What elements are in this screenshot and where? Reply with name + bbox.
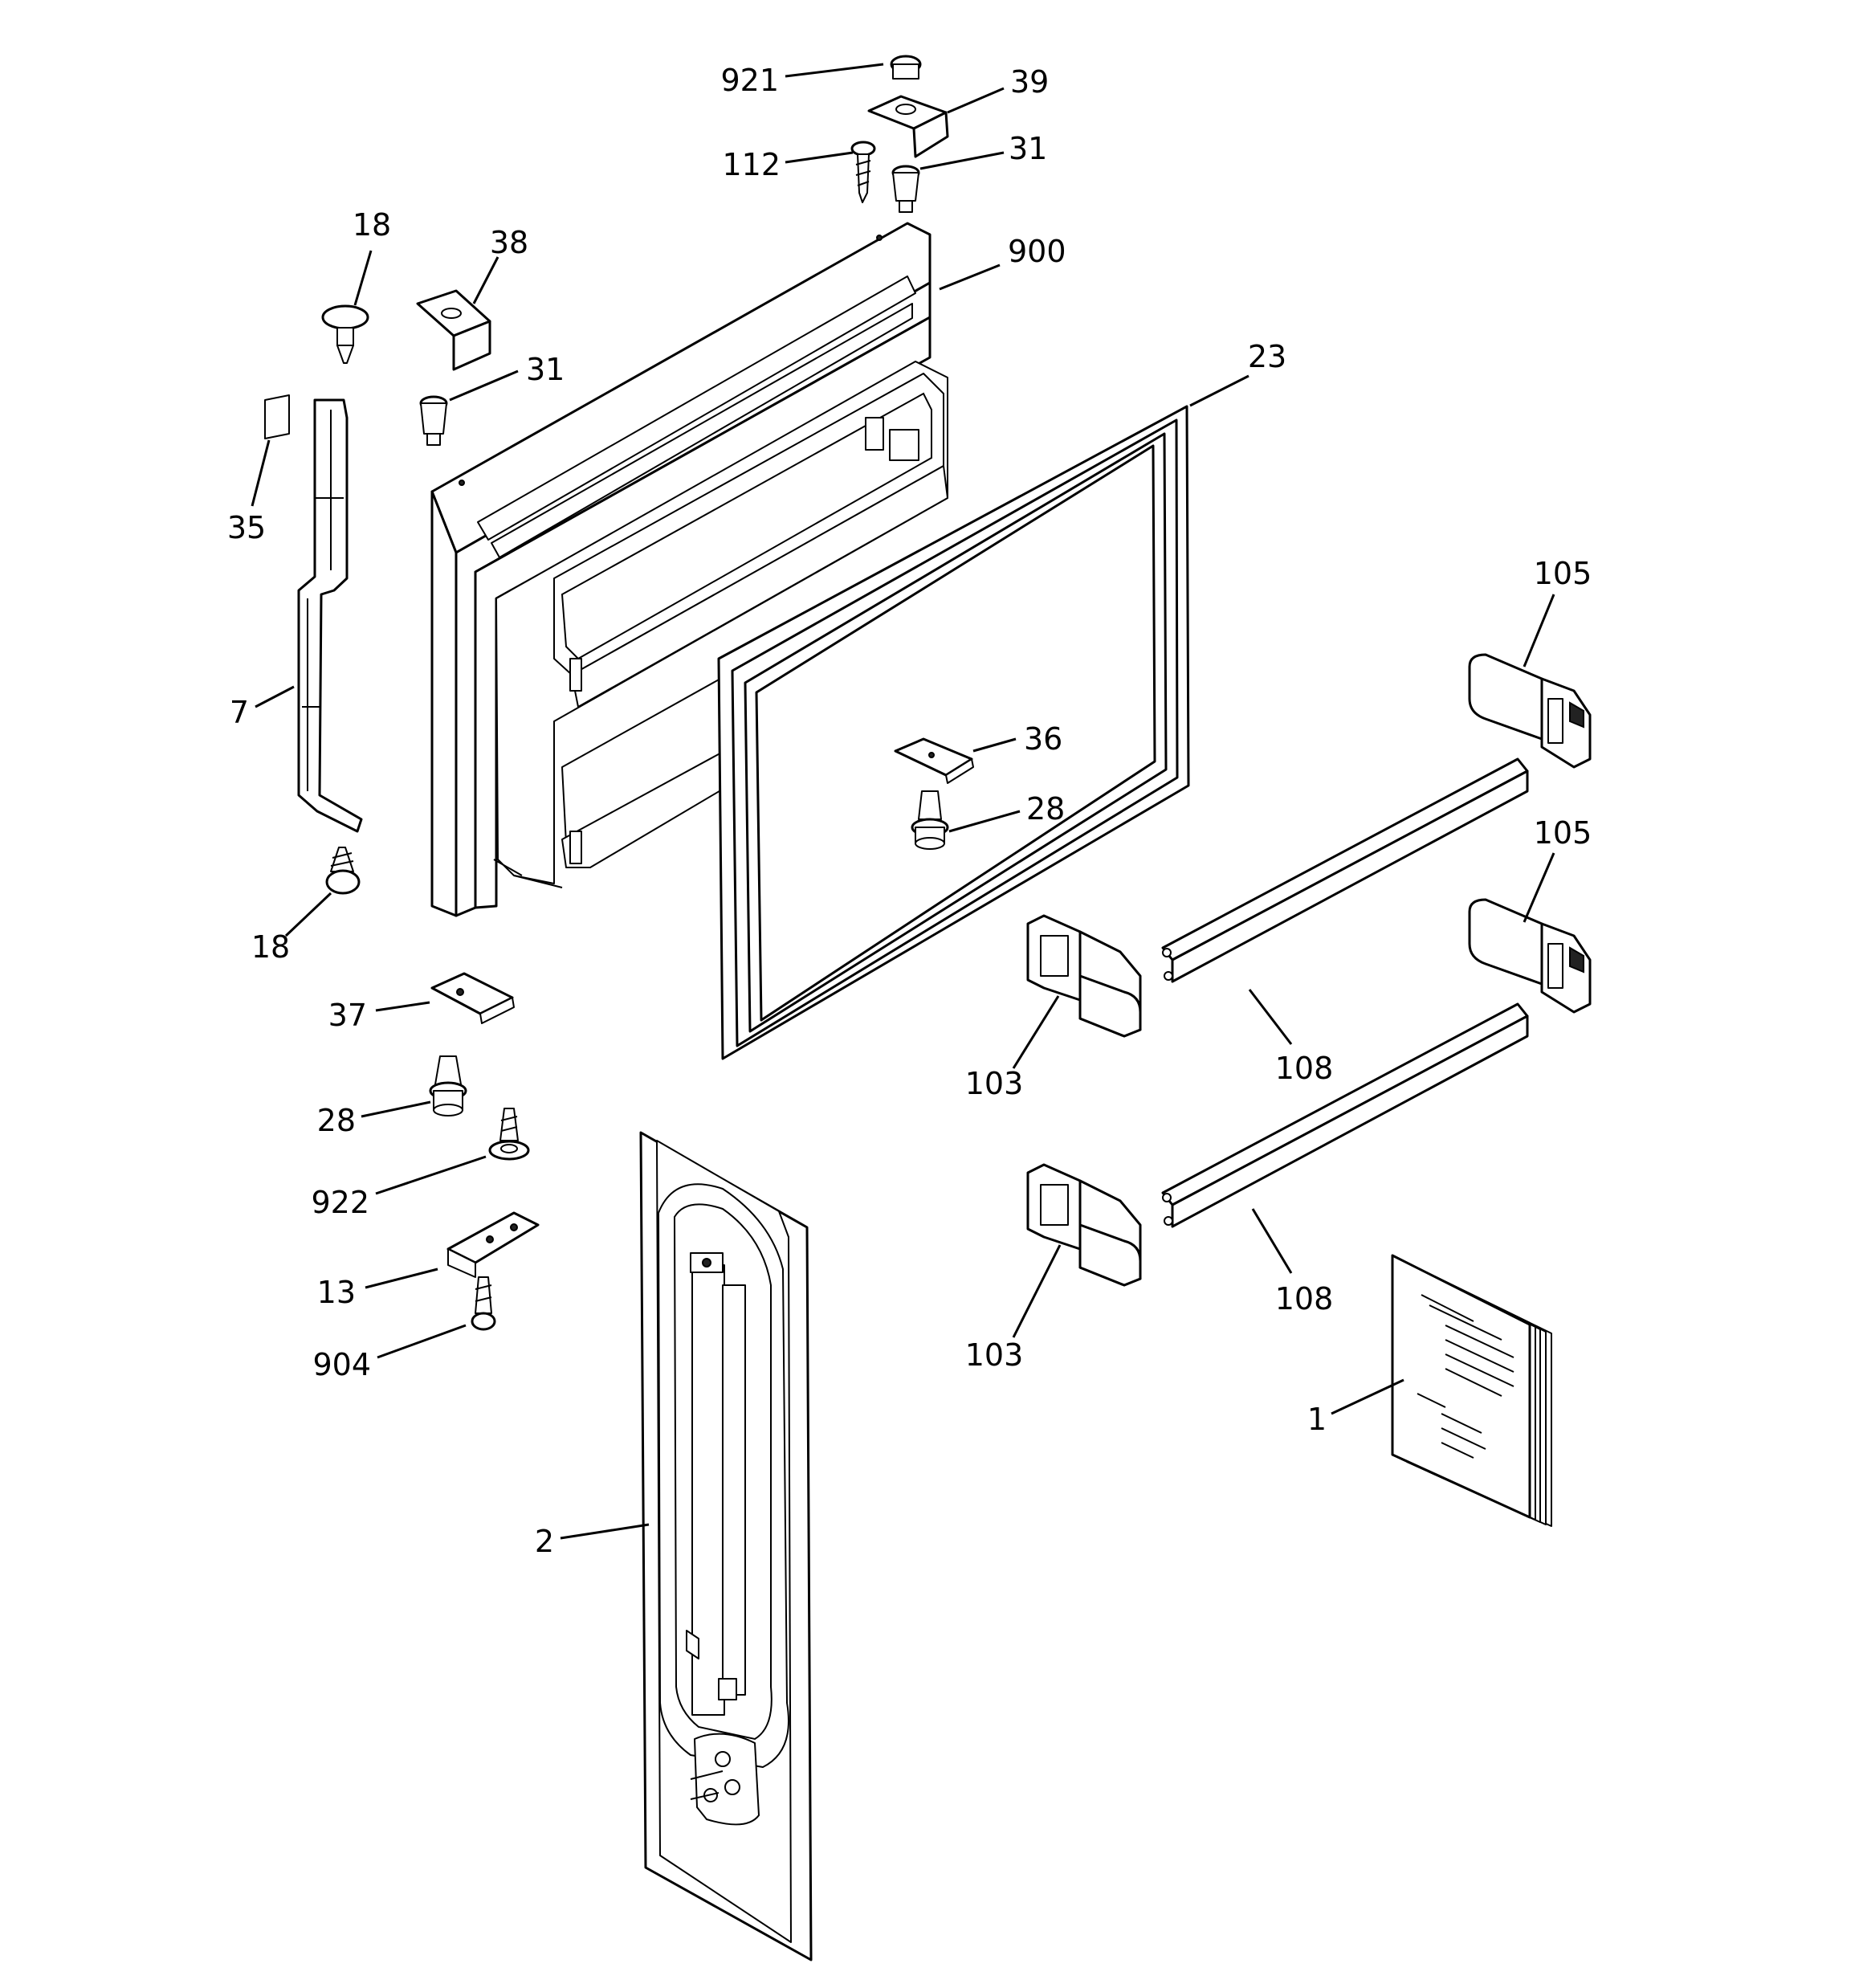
- rail-part-108-bottom: [1161, 1002, 1529, 1228]
- callout-922: 922: [311, 1185, 369, 1220]
- callout-35: 35: [227, 510, 266, 545]
- top-bracket-part-39: [867, 95, 949, 158]
- callout-1: 1: [1307, 1402, 1327, 1437]
- callout-18-top: 18: [353, 207, 391, 243]
- end-cap-part-103-bottom: [1026, 1163, 1142, 1287]
- callout-28-top: 28: [1026, 791, 1065, 827]
- hinge-part-13: [446, 1211, 540, 1278]
- bushing-part-31-top: [891, 165, 920, 213]
- hinge-bracket-part-38: [416, 289, 491, 371]
- pad-part-35: [264, 394, 290, 439]
- callout-23: 23: [1248, 339, 1286, 374]
- pin-part-28-bottom: [429, 1055, 467, 1116]
- callout-904: 904: [312, 1347, 371, 1382]
- handle-part-7: [297, 398, 363, 833]
- callout-39: 39: [1010, 64, 1049, 100]
- screw-part-904: [471, 1276, 496, 1331]
- callout-105-top: 105: [1534, 556, 1592, 591]
- callout-28-bottom: 28: [317, 1103, 356, 1138]
- callout-36: 36: [1024, 721, 1062, 757]
- door-outer-part-2: [639, 1131, 813, 1961]
- door-gasket-part-23: [717, 405, 1190, 1060]
- plate-part-37: [430, 972, 515, 1024]
- callout-105-bottom: 105: [1534, 815, 1592, 851]
- callout-2: 2: [535, 1524, 554, 1559]
- callout-103-bottom: 103: [965, 1337, 1024, 1373]
- screw-part-112: [850, 141, 876, 203]
- push-pin-part-18-top: [321, 304, 369, 364]
- callout-37: 37: [328, 998, 367, 1033]
- callout-103-top: 103: [965, 1066, 1024, 1101]
- callout-labels: 921 39 112 31 900 18 38 31 23 35 105 7 3…: [227, 63, 1592, 1559]
- cap-part-921: [890, 55, 922, 80]
- callout-7: 7: [230, 695, 249, 730]
- leader-lines: [251, 63, 1555, 1540]
- callout-18-bottom: 18: [251, 929, 290, 965]
- callout-38: 38: [490, 225, 528, 260]
- screw-part-18-bottom: [325, 847, 361, 895]
- bushing-part-31-left: [419, 395, 448, 446]
- plate-part-36: [894, 737, 974, 784]
- manual-part-1: [1391, 1254, 1552, 1527]
- end-cap-part-105-top: [1468, 653, 1592, 769]
- callout-921: 921: [720, 63, 779, 98]
- end-cap-part-105-bottom: [1468, 898, 1592, 1014]
- pin-part-28-top: [911, 790, 949, 850]
- screw-washer-part-922: [488, 1108, 530, 1161]
- callout-31-left: 31: [526, 352, 565, 387]
- end-cap-part-103-top: [1026, 914, 1142, 1038]
- callout-13: 13: [317, 1275, 356, 1310]
- callout-112: 112: [722, 147, 781, 182]
- callout-108-bottom: 108: [1275, 1281, 1334, 1316]
- callout-108-top: 108: [1275, 1051, 1334, 1086]
- callout-900: 900: [1008, 234, 1066, 269]
- callout-31-top: 31: [1009, 131, 1047, 166]
- rail-part-108-top: [1161, 757, 1529, 983]
